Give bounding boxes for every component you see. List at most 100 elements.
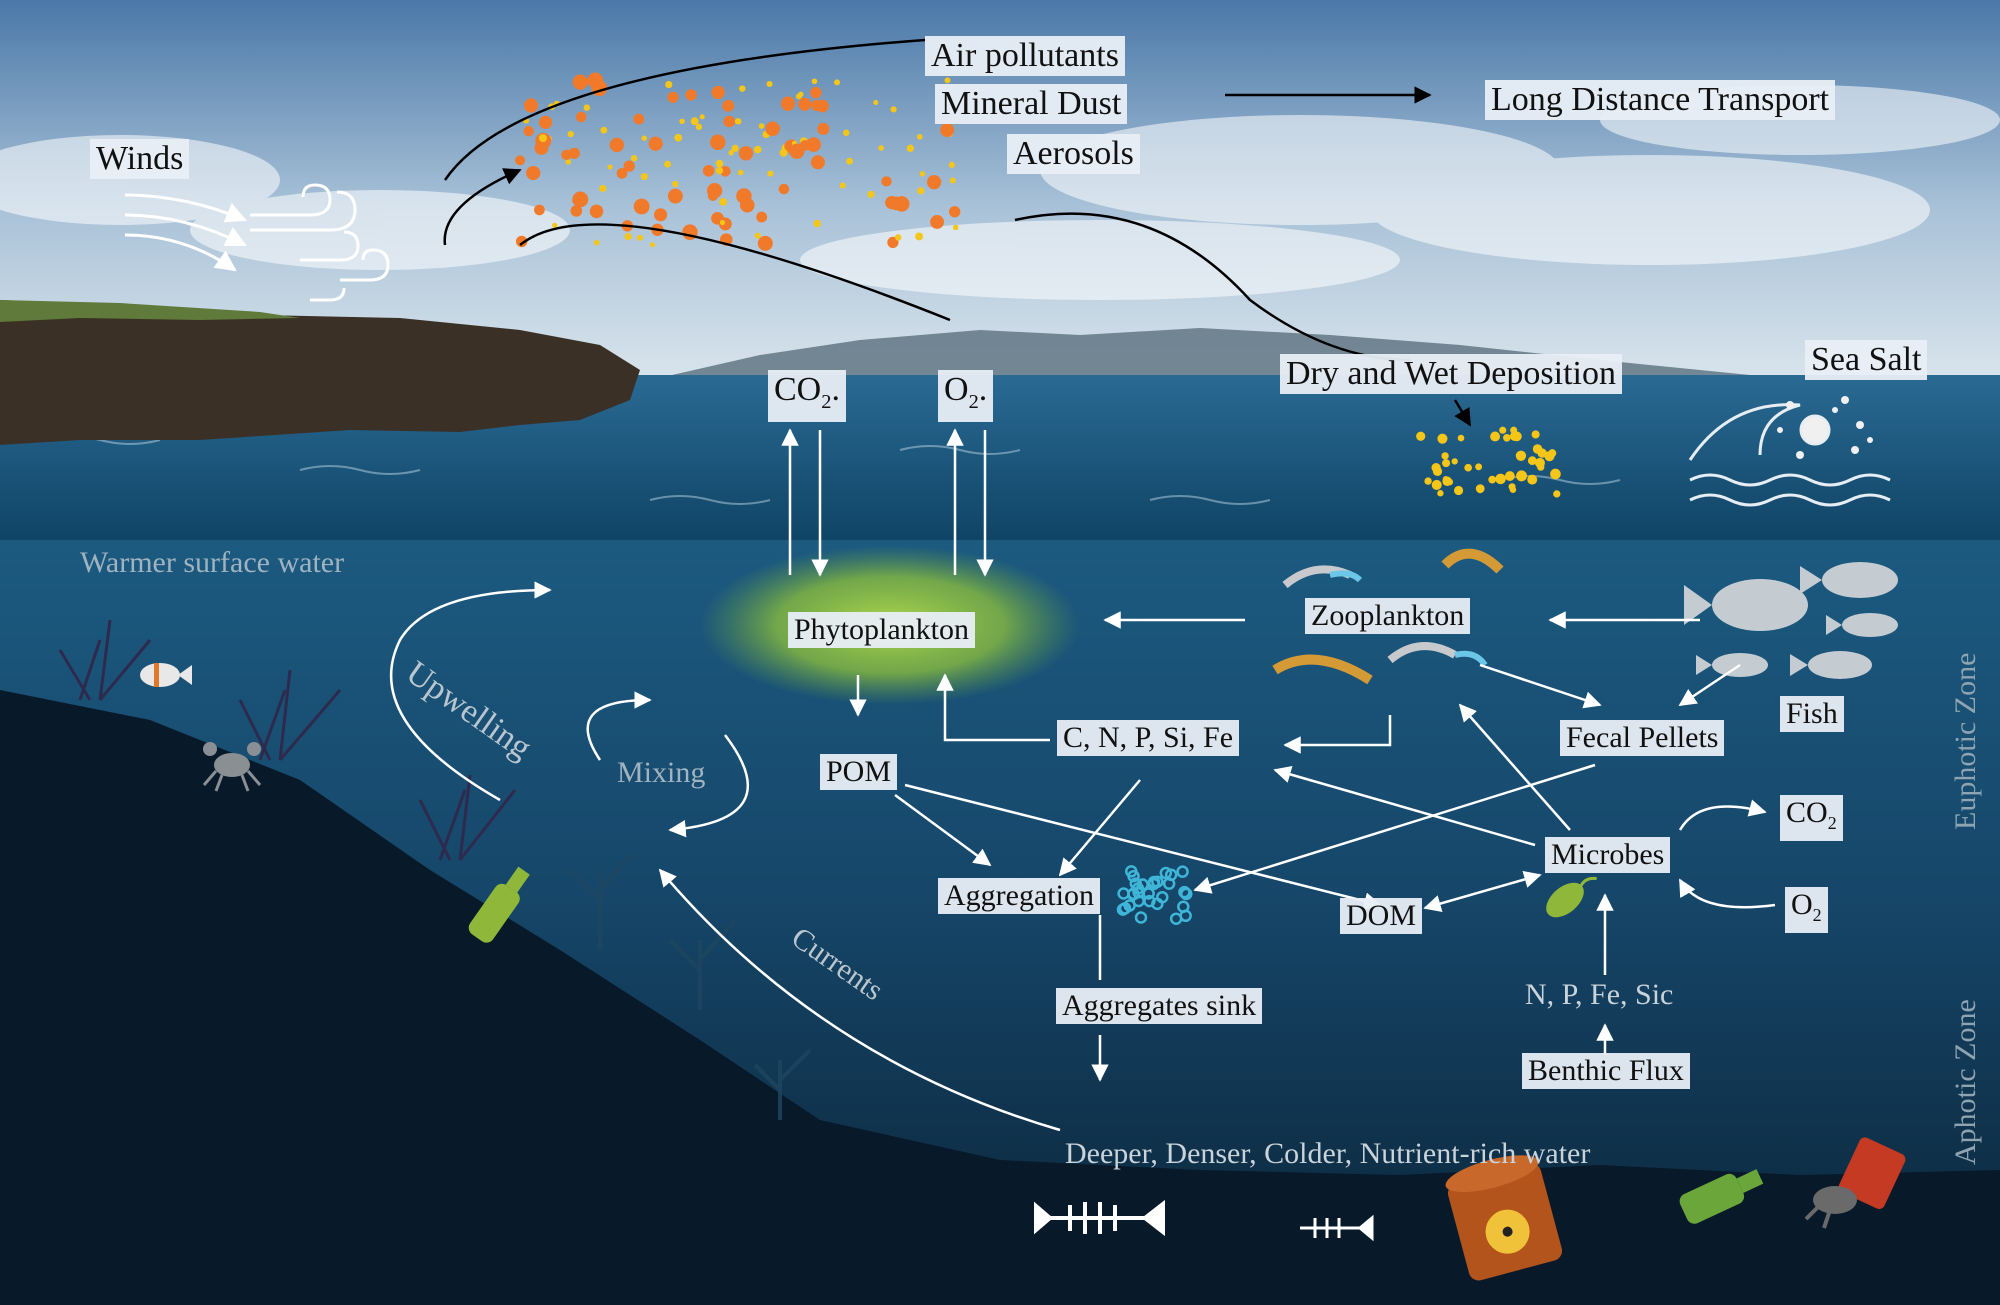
aerosol-particle — [715, 159, 724, 168]
process-arrows[interactable] — [390, 428, 1776, 1132]
phytoplankton-label: Phytoplankton — [788, 612, 976, 648]
aerosol-particle — [587, 72, 604, 89]
deposition-particle — [1442, 459, 1451, 468]
deposition-particle — [1532, 444, 1543, 454]
deposition-particle — [1534, 457, 1545, 468]
aerosol-particle — [609, 137, 625, 153]
aerosol-particle — [948, 161, 955, 168]
aerosol-particle — [930, 215, 945, 229]
aerosol-particle — [894, 234, 902, 241]
clownfish-icon — [140, 663, 192, 687]
aerosol-particle — [738, 146, 754, 161]
deposition-particle — [1431, 479, 1442, 490]
fish-skeleton-icon — [1300, 1214, 1374, 1242]
aerosol-particle — [767, 170, 774, 177]
aggregate-cluster-icon — [1116, 865, 1193, 925]
aerosol-particle — [839, 182, 846, 189]
deposition-particle — [1437, 490, 1444, 497]
aerosol-particle — [878, 145, 884, 151]
aerosol-particle — [633, 198, 650, 215]
aerosol-particle — [734, 118, 742, 125]
nutrients-to-phyto-arrow — [936, 673, 1050, 742]
aerosol-particle — [779, 148, 788, 157]
aerosol-particle — [674, 133, 683, 142]
aerosol-particle — [723, 115, 735, 128]
fish-icon — [1684, 562, 1898, 679]
microbes-to-co2-arrow — [1678, 799, 1767, 831]
aerosol-particle — [846, 157, 854, 165]
aggregate-particle — [1159, 866, 1173, 880]
aggregate-particle — [1176, 865, 1189, 878]
aerosol-particle — [649, 242, 656, 248]
wave-icon — [1688, 403, 1891, 507]
o2-atmosphere-label: O2. — [938, 370, 994, 422]
aerosol-particle — [949, 177, 956, 184]
deposition-particle — [1527, 474, 1538, 485]
deposition-particle — [1431, 463, 1441, 473]
upwelling-arrow — [390, 581, 552, 802]
aggregate-particle — [1142, 887, 1155, 900]
deposition-particle — [1508, 483, 1516, 491]
aerosol-particle — [915, 232, 924, 241]
aerosol-particle — [523, 98, 539, 113]
aerosol-particle — [754, 232, 761, 239]
aerosol-particle — [795, 93, 802, 100]
aerosol-particle — [707, 190, 719, 201]
aerosol-particle — [648, 136, 663, 151]
aerosol-particle — [757, 235, 773, 251]
aerosol-particle — [917, 187, 925, 195]
aerosol-particle — [719, 165, 731, 177]
fecal-to-aggregation-arrow — [1193, 763, 1596, 894]
aerosol-particle — [538, 134, 547, 143]
aerosol-particle — [722, 99, 735, 112]
bottle-icon — [468, 866, 530, 943]
deposition-particle — [1424, 477, 1432, 485]
aerosol-particle — [526, 165, 541, 181]
co2-ocean-label: CO2 — [1780, 795, 1843, 841]
aggregate-particle — [1134, 911, 1148, 924]
aerosol-particle — [690, 117, 699, 126]
deposition-particle — [1504, 471, 1515, 481]
aerosol-particles — [515, 72, 961, 251]
aerosol-particle — [702, 164, 715, 177]
aerosol-particle — [583, 104, 591, 111]
aerosol-particle — [589, 204, 604, 219]
dry-wet-deposition-label: Dry and Wet Deposition — [1280, 354, 1622, 394]
aggregate-particle — [1127, 887, 1140, 901]
aerosol-particle — [952, 224, 959, 231]
deposition-particle — [1488, 475, 1497, 484]
cliff-grass — [0, 300, 300, 322]
deposition-particle — [1438, 435, 1446, 443]
deposition-particle — [1441, 452, 1449, 460]
aerosol-particle — [873, 100, 879, 106]
aerosol-particle — [654, 208, 668, 222]
zooplankton-icon — [1272, 548, 1504, 685]
deposition-particle — [1527, 456, 1537, 465]
deposition-particle — [1550, 468, 1561, 480]
co2-atmosphere-label: CO2. — [768, 370, 846, 422]
aerosol-particle — [672, 180, 679, 188]
aggregate-particle — [1180, 887, 1193, 901]
aerosol-particle — [766, 80, 773, 88]
currents-arrow — [658, 868, 1061, 1132]
aerosol-particle — [667, 91, 679, 103]
coral-icon — [58, 619, 517, 861]
aerosol-particle — [568, 147, 580, 159]
pom-to-dom-arrow — [904, 783, 1382, 910]
pom-label: POM — [820, 754, 898, 790]
deposition-particle — [1451, 458, 1458, 465]
fish-to-fecal-arrow — [1678, 663, 1741, 707]
deposition-particle — [1476, 486, 1484, 494]
microbes-to-nutrients-arrow — [1273, 765, 1536, 847]
bottle-icon — [1679, 1169, 1764, 1224]
aerosol-particle — [926, 175, 942, 190]
aggregate-particle — [1151, 897, 1164, 911]
aerosol-particle — [600, 126, 608, 134]
winds-label: Winds — [90, 139, 190, 179]
aerosol-particle — [778, 183, 790, 195]
deposition-particle — [1453, 485, 1464, 496]
aerosol-particle — [739, 197, 755, 213]
aerosol-particle — [798, 97, 812, 111]
deposition-particle — [1553, 490, 1561, 498]
